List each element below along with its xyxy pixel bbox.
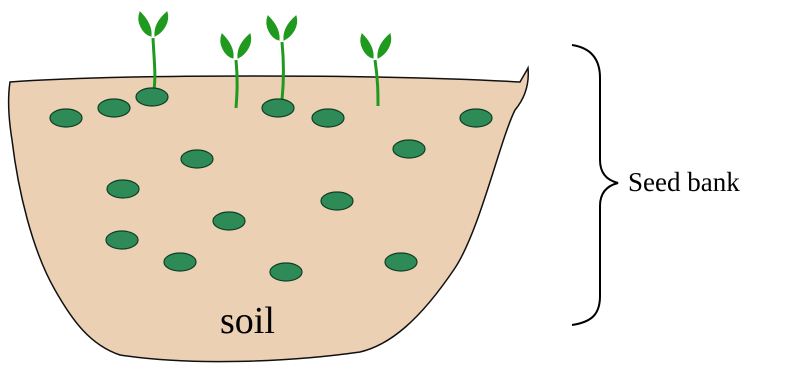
leaf-left [221,34,233,58]
leaf-left [361,34,373,58]
seed [181,150,213,168]
seed [321,192,353,210]
seed [270,263,302,281]
leaf-left [267,16,279,40]
stem [236,60,237,108]
seed [262,99,294,117]
seed [106,231,138,249]
seed [460,109,492,127]
stem [282,42,284,100]
seed [385,253,417,271]
leaf-right [155,12,168,36]
seed [98,99,130,117]
leaf-right [284,16,297,40]
seed-bank-label: Seed bank [628,167,740,197]
seed [312,109,344,127]
leaf-left [139,12,151,36]
seed [50,109,82,127]
stem [153,38,155,90]
curly-brace [572,45,618,325]
seed [136,88,168,106]
seed [164,253,196,271]
leaf-right [378,34,391,58]
seed [107,180,139,198]
seed [393,140,425,158]
seed [213,212,245,230]
leaf-right [238,34,251,58]
soil-label: soil [220,300,275,342]
